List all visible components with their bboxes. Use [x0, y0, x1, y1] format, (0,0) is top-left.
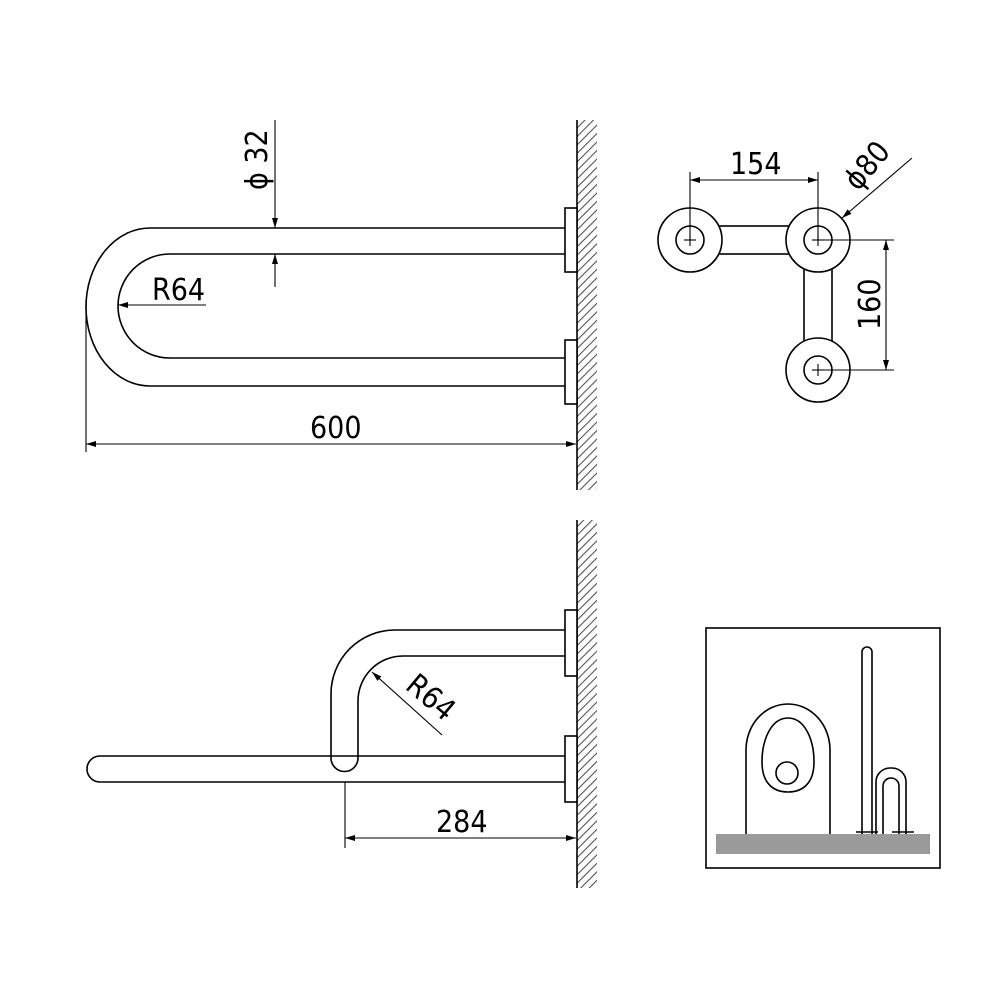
dim-bend-radius-top: R64 [152, 273, 205, 308]
dim-hook-offset: 284 [436, 805, 488, 840]
flange-layout-view: 154 ϕ80 160 [657, 135, 913, 403]
hook-bar [330, 629, 565, 756]
dim-bend-radius-side: R64 [399, 667, 462, 728]
illustration-frame [705, 627, 941, 869]
flange-lower [564, 339, 578, 405]
grab-bar-raised-icon [861, 646, 873, 834]
dim-vertical-spacing: 160 [853, 278, 888, 330]
top-view: ϕ 32 R64 600 [85, 120, 597, 490]
side-view: R64 284 [86, 520, 597, 888]
dim-overall-length: 600 [310, 411, 362, 446]
dim-flange-diameter: ϕ80 [837, 135, 897, 197]
wall-hatch-top [577, 120, 597, 490]
horizontal-bar [86, 755, 565, 783]
floor [716, 834, 930, 854]
toilet-icon [745, 703, 831, 834]
dim-tube-diameter: ϕ 32 [240, 129, 275, 190]
wall-hatch-side [577, 520, 597, 888]
usage-illustration [705, 627, 941, 869]
dim-flange-spacing: 154 [730, 147, 782, 182]
flange-upper [564, 207, 578, 273]
